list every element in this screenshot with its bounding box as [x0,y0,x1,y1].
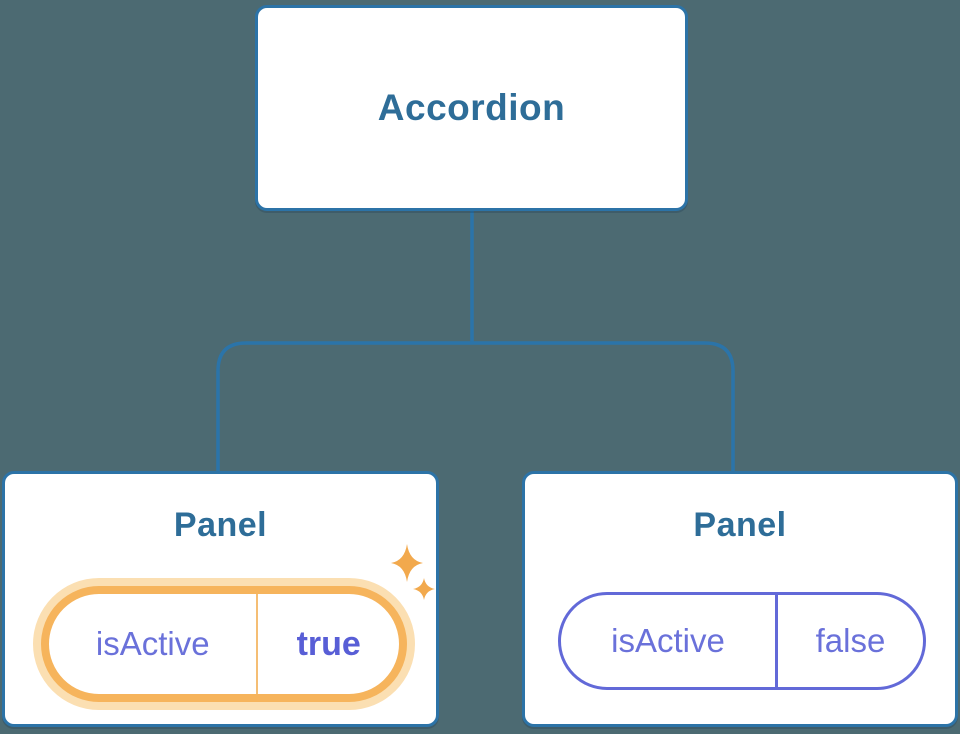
panel-node-label: Panel [693,506,787,544]
accordion-node-label: Accordion [377,87,566,128]
state-key-cell: isActive [561,595,778,687]
panel-node-active: Panel isActive true [2,471,439,727]
state-value-label: false [815,622,886,659]
state-key-cell: isActive [49,594,259,694]
state-key-label: isActive [611,622,725,659]
sparkles-icon [391,544,435,600]
accordion-node: Accordion [255,5,688,211]
sparkle-large [391,544,423,582]
panel-node-label: Panel [173,506,268,544]
state-key-label: isActive [95,625,210,662]
state-pill-inactive: isActive false [558,592,926,690]
panel-node-inactive: Panel isActive false [522,471,958,727]
state-pill-active: isActive true [41,586,407,702]
sparkle-small [413,578,435,600]
connector-branch [216,341,735,471]
state-value-cell: false [778,595,923,687]
state-value-label: true [296,624,361,663]
state-value-cell: true [258,594,399,694]
